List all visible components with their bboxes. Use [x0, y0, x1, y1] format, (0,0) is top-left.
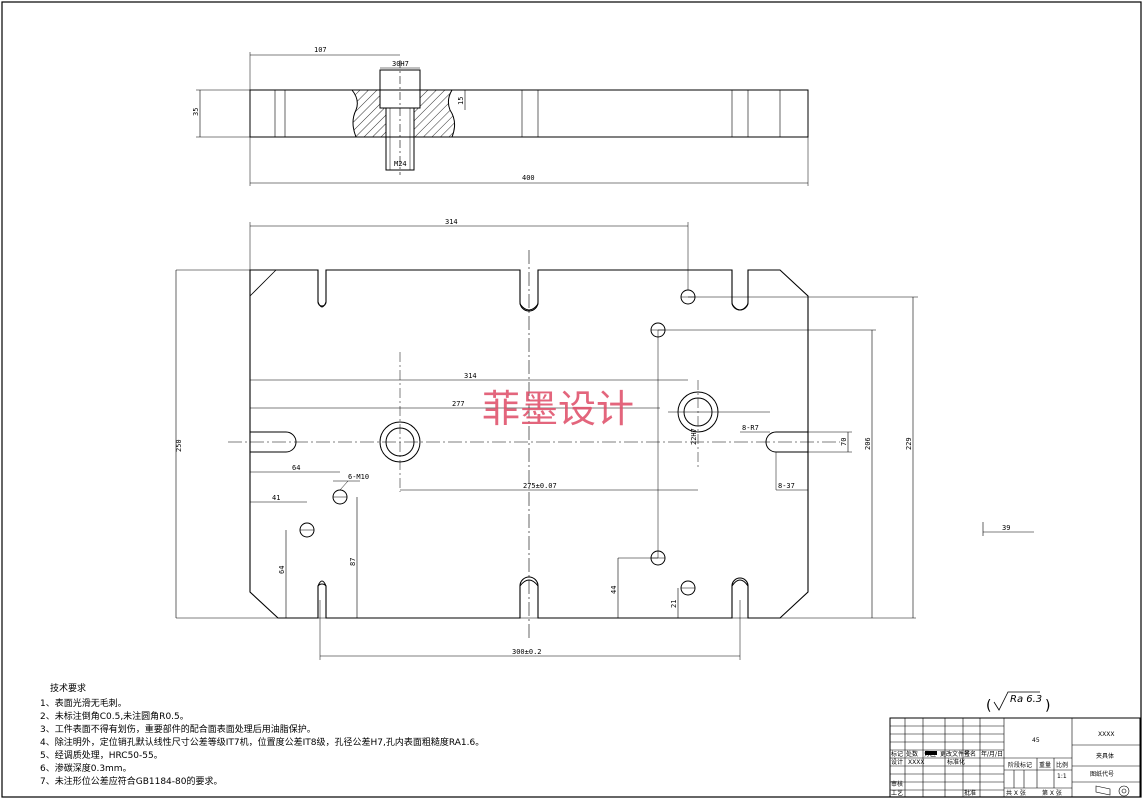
title-block-header: 处数 [906, 750, 918, 758]
roughness-open: ( [986, 698, 991, 714]
dim-277: 277 [452, 400, 465, 408]
dim-107: 107 [314, 46, 327, 54]
notes-list: 1、表面光滑无毛刺。 2、未标注倒角C0.5,未注圆角R0.5。 3、工件表面不… [40, 697, 484, 787]
title-block-header: 更改文件号 [940, 750, 970, 758]
title-block-check-label: 审核 [891, 780, 903, 788]
dim-250: 250 [175, 439, 183, 452]
dim-300: 300±0.2 [512, 648, 542, 656]
top-view [175, 222, 918, 660]
title-block-drawing-no: 图纸代号 [1090, 770, 1114, 778]
dim-275: 275±0.07 [523, 482, 557, 490]
roughness-value: Ra 6.3 [1010, 694, 1042, 705]
dim-22h7: 22H7 [690, 428, 698, 445]
note-item: 6、渗碳深度0.3mm。 [40, 762, 132, 774]
note-item: 7、未注形位公差应符合GB1184-80的要求。 [40, 775, 222, 787]
title-block-stage-label: 阶段标记 [1008, 761, 1032, 769]
notes-title: 技术要求 [50, 682, 86, 694]
title-block-designer: XXXX [908, 759, 924, 766]
title-block-part-name: 夹具体 [1096, 752, 1114, 760]
title-block-mark [925, 751, 937, 755]
title-block-sheet-no: 第 X 张 [1042, 789, 1062, 797]
dim-slot-radius: 8-R7 [742, 424, 759, 432]
projection-symbol-icon [1095, 785, 1130, 797]
title-block-sheets-total: 共 X 张 [1006, 789, 1026, 797]
dim-206: 206 [864, 437, 872, 450]
dim-70: 70 [840, 438, 848, 446]
dim-400: 400 [522, 174, 535, 182]
dim-41: 41 [272, 494, 280, 502]
title-block-header: 签名 [964, 750, 976, 758]
note-item: 4、除注明外，定位销孔默认线性尺寸公差等级IT7机，位置度公差IT8级，孔径公差… [40, 736, 484, 748]
dim-87: 87 [349, 558, 357, 566]
dim-39: 39 [1002, 524, 1010, 532]
dim-44: 44 [610, 586, 618, 594]
dim-counterbore: 30H7 [392, 60, 409, 68]
dim-holes-note: 6-M10 [348, 473, 369, 481]
title-block-process-label: 工艺 [891, 789, 903, 797]
dim-314-mid: 314 [464, 372, 477, 380]
roughness-symbol [993, 691, 1040, 711]
title-block-company: XXXX [1098, 731, 1114, 738]
note-item: 3、工件表面不得有划伤，重要部件的配合面表面处理后用油脂保护。 [40, 723, 316, 735]
title-block-design-label: 设计 [891, 758, 903, 766]
title-block-material: 45 [1032, 737, 1040, 744]
note-item: 1、表面光滑无毛刺。 [40, 697, 127, 709]
dim-slot-width: 8-37 [778, 482, 795, 490]
dim-229: 229 [905, 437, 913, 450]
side-dimension [982, 522, 1034, 536]
title-block-scale-label: 比例 [1056, 761, 1068, 769]
dim-depth-15: 15 [457, 97, 465, 105]
title-block-header: 年/月/日 [981, 750, 1003, 758]
note-item: 2、未标注倒角C0.5,未注圆角R0.5。 [40, 710, 189, 722]
title-block-header: 分区 [924, 750, 936, 758]
note-item: 5、经调质处理，HRC50-55。 [40, 749, 163, 761]
title-block-header: 标记 [891, 750, 903, 758]
title-block-scale: 1:1 [1057, 773, 1067, 780]
dim-64-vertical: 64 [278, 566, 286, 574]
dim-314-top: 314 [445, 218, 458, 226]
dim-21: 21 [670, 600, 678, 608]
dim-64: 64 [292, 464, 300, 472]
watermark-text: 菲墨设计 [482, 387, 634, 431]
title-block-std-label: 标准化 [947, 758, 965, 766]
dim-height-35: 35 [192, 108, 200, 116]
title-block-approve-label: 批准 [964, 789, 976, 797]
title-block-weight-label: 重量 [1039, 761, 1051, 769]
dim-thread: M24 [394, 160, 407, 168]
front-view [196, 52, 809, 186]
title-block [889, 717, 1141, 798]
roughness-close: ) [1045, 698, 1050, 714]
